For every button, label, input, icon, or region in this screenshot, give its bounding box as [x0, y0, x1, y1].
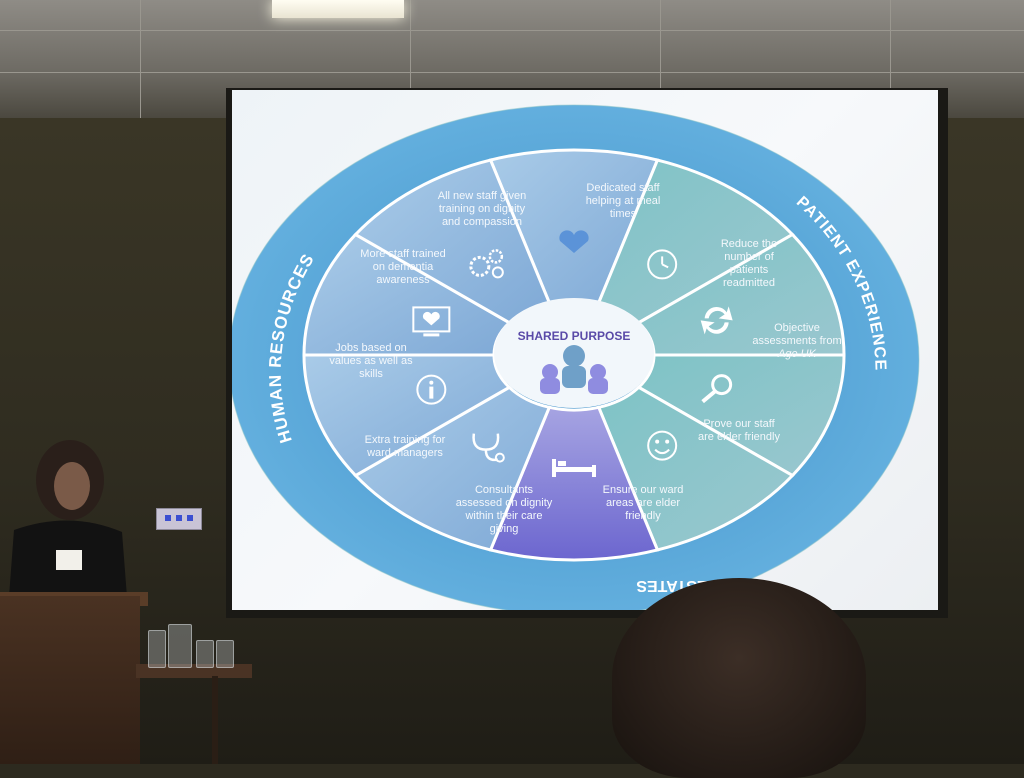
ceiling-light [272, 0, 404, 18]
refresh-arrows-icon [700, 306, 733, 335]
ceiling-tile-line [0, 30, 1024, 31]
wheel-segment [302, 353, 512, 478]
wheel-segment [488, 405, 660, 562]
clock-icon [647, 249, 678, 280]
shared-purpose-wheel: SHARED PURPOSE HUMAN RESOURCES PATIENT E… [232, 104, 920, 610]
glass [196, 640, 214, 668]
projector-screen: SHARED PURPOSE HUMAN RESOURCES PATIENT E… [232, 90, 938, 610]
segment-text-main: Objective assessments from [752, 322, 842, 347]
ceiling-tile-line [890, 0, 891, 118]
ceiling-tile-line [0, 72, 1024, 73]
info-icon [416, 374, 447, 405]
segment-text: More staff trained on dementia awareness [360, 248, 446, 286]
segment-text: Ensure our ward areas are elder friendly [602, 484, 684, 522]
segment-text: Jobs based on values as well as skills [329, 342, 413, 380]
water-jug [148, 630, 166, 668]
ceiling-tile-line [660, 0, 661, 118]
light-switch-plate [156, 508, 202, 530]
people-icon [540, 345, 608, 394]
presenter [8, 440, 128, 610]
side-table-leg [212, 676, 218, 764]
magnifier-icon [701, 374, 733, 404]
bed-icon [552, 459, 596, 477]
segment-text-italic: Age UK [778, 348, 816, 360]
gears-icon [469, 249, 504, 279]
ceiling-tile-line [410, 0, 411, 118]
switch-indicator [187, 515, 193, 521]
wheel-segment [353, 385, 552, 552]
center-label: SHARED PURPOSE [518, 329, 631, 343]
wheel-segment [636, 353, 846, 478]
heart-icon [559, 230, 589, 253]
segment-text: Dedicated staff helping at meal times [585, 182, 661, 220]
wheel-segment [596, 385, 795, 552]
water-jug [168, 624, 192, 668]
smiley-icon [647, 430, 678, 461]
audience-head [612, 578, 866, 778]
ceiling-tile-line [140, 0, 141, 118]
podium [0, 596, 140, 764]
stethoscope-icon [472, 433, 505, 463]
glass [216, 640, 234, 668]
switch-indicator [176, 515, 182, 521]
name-badge [56, 550, 82, 570]
switch-indicator [165, 515, 171, 521]
segment-text: Reduce the number of patients readmitted [720, 238, 778, 289]
segment-text: All new staff given training on dignity … [437, 190, 527, 228]
segment-text: Objective assessments from Age UK [752, 322, 842, 361]
segment-text: Consultants assessed on dignity within t… [455, 484, 553, 535]
computer-heart-icon [412, 306, 451, 337]
segment-text: Prove our staff are elder friendly [698, 418, 780, 443]
segment-text: Extra training for ward managers [364, 434, 446, 459]
